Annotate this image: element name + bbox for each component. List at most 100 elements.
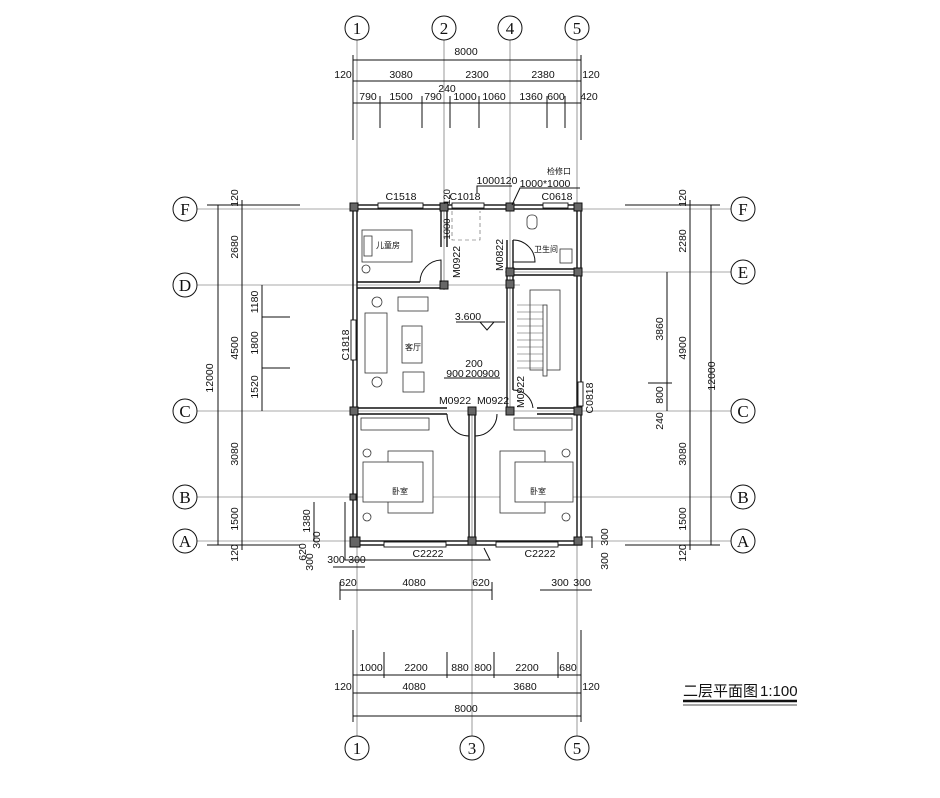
dim-text: 3080 bbox=[229, 442, 241, 466]
drawing-scale: 1:100 bbox=[760, 683, 798, 700]
door-label: M0922 bbox=[477, 395, 509, 407]
windows: C1518 C1018 C0618 C1818 C0818 C2222 C222… bbox=[340, 191, 596, 560]
rooms: 儿童房 卫生间 客厅 卧室 卧室 bbox=[360, 214, 574, 522]
dim-text: 900 bbox=[446, 368, 464, 380]
dim-text: 300 bbox=[599, 552, 611, 570]
door-label: M0922 bbox=[515, 376, 527, 408]
access-hatch-label: 检修口 bbox=[547, 166, 571, 176]
dim-text: 300 bbox=[599, 528, 611, 546]
axis-label: 3 bbox=[468, 739, 477, 758]
window-label: C0618 bbox=[542, 191, 573, 203]
dim-text: 620 bbox=[472, 577, 490, 589]
dim-text: 240 bbox=[654, 412, 666, 430]
dim-text: 900 bbox=[482, 368, 500, 380]
dim-text: 240 bbox=[438, 83, 456, 95]
dim-text: 120 bbox=[442, 189, 453, 205]
dim-text: 620 bbox=[339, 577, 357, 589]
door-label: M0822 bbox=[494, 239, 506, 271]
drawing-title: 二层平面图 1:100 bbox=[683, 683, 798, 706]
access-hatch-size: 1000*1000 bbox=[520, 178, 571, 190]
axis-bubbles-top: 1 2 4 5 bbox=[344, 15, 590, 41]
dim-text: 120 bbox=[334, 69, 352, 81]
dim-text: 3080 bbox=[677, 442, 689, 466]
axis-label: 2 bbox=[440, 19, 449, 38]
room-label-living-room: 客厅 bbox=[405, 342, 421, 352]
axis-label: E bbox=[738, 263, 748, 282]
axis-bubble bbox=[344, 15, 370, 41]
dim-text: 300 bbox=[304, 553, 316, 571]
dim-text: 120 bbox=[582, 681, 600, 693]
dim-text: 300 bbox=[311, 531, 323, 549]
dim-text: 120 bbox=[677, 189, 689, 207]
dim-text: 800 bbox=[474, 662, 492, 674]
doors: M0922 M0822 M0922 M0922 M0922 bbox=[419, 211, 536, 437]
dim-text: 2380 bbox=[531, 69, 555, 81]
dim-text: 790 bbox=[424, 91, 442, 103]
axis-label: A bbox=[179, 532, 192, 551]
axis-label: C bbox=[179, 402, 190, 421]
dim-text: 4080 bbox=[402, 681, 426, 693]
axis-label: D bbox=[179, 276, 191, 295]
dim-text: 4900 bbox=[677, 336, 689, 360]
dim-text: 120 bbox=[677, 544, 689, 562]
interior-annotations: 1000 120 1000120 1000*1000 检修口 200 900 2… bbox=[442, 166, 580, 380]
dim-text: 120 bbox=[229, 544, 241, 562]
dim-text: 1520 bbox=[249, 375, 261, 399]
dim-text: 420 bbox=[580, 91, 598, 103]
dim-text: 1180 bbox=[249, 291, 261, 314]
window-label: C2222 bbox=[525, 548, 556, 560]
door-label: M0922 bbox=[439, 395, 471, 407]
axis-label: 4 bbox=[506, 19, 515, 38]
dim-text: 1000 bbox=[453, 91, 477, 103]
axis-bubbles-bottom: 1 3 5 bbox=[344, 735, 590, 761]
dim-text: 3080 bbox=[389, 69, 413, 81]
dim-text: 4080 bbox=[402, 577, 426, 589]
dim-text: 120 bbox=[582, 69, 600, 81]
dim-text: 120 bbox=[334, 681, 352, 693]
dim-text: 2200 bbox=[515, 662, 539, 674]
axis-bubbles-right: F E C B A bbox=[730, 196, 756, 554]
axis-label: F bbox=[738, 200, 747, 219]
dim-text: 1380 bbox=[301, 509, 313, 533]
dim-text: 2200 bbox=[404, 662, 428, 674]
window-label: C2222 bbox=[413, 548, 444, 560]
window-label: C0818 bbox=[584, 382, 596, 413]
below-plan-dimensions: 620 4080 620 300 300 300 300 bbox=[327, 554, 592, 600]
dim-text: 2300 bbox=[465, 69, 489, 81]
window-label: C1518 bbox=[386, 191, 417, 203]
dim-text: 1000120 bbox=[477, 175, 518, 187]
dim-text: 1500 bbox=[677, 507, 689, 531]
dim-text: 300 bbox=[551, 577, 569, 589]
axis-label: A bbox=[737, 532, 750, 551]
dim-text: 790 bbox=[359, 91, 377, 103]
axis-label: B bbox=[179, 488, 190, 507]
dim-text: 300 bbox=[573, 577, 591, 589]
room-label-bedroom: 卧室 bbox=[530, 486, 546, 496]
dim-text: 3860 bbox=[654, 317, 666, 341]
dim-text: 1060 bbox=[482, 91, 506, 103]
dim-text: 880 bbox=[451, 662, 469, 674]
wardrobes bbox=[360, 417, 573, 431]
axis-label: 1 bbox=[353, 739, 362, 758]
axis-label: 1 bbox=[353, 19, 362, 38]
axis-bubble bbox=[564, 15, 590, 41]
axis-lines bbox=[197, 40, 731, 736]
left-dimensions: 12000 120 2680 4500 3080 1500 120 1180 1… bbox=[204, 189, 323, 571]
room-label-childrens-room: 儿童房 bbox=[376, 240, 400, 250]
dim-text: 1500 bbox=[389, 91, 413, 103]
dim-text: 200 bbox=[465, 358, 483, 370]
dim-text: 600 bbox=[547, 91, 565, 103]
axis-label: C bbox=[737, 402, 748, 421]
dim-text: 2680 bbox=[229, 235, 241, 259]
dim-text: 1360 bbox=[519, 91, 543, 103]
dim-text: 1000 bbox=[442, 218, 453, 239]
room-label-bedroom: 卧室 bbox=[392, 486, 408, 496]
dim-text: 8000 bbox=[454, 703, 478, 715]
dim-text: 680 bbox=[559, 662, 577, 674]
door-label: M0922 bbox=[451, 246, 463, 278]
dim-text: 12000 bbox=[204, 363, 216, 392]
axis-bubble bbox=[431, 15, 457, 41]
axis-bubbles-left: F D C B A bbox=[172, 196, 198, 554]
axis-label: F bbox=[180, 200, 189, 219]
dim-text: 3680 bbox=[513, 681, 537, 693]
